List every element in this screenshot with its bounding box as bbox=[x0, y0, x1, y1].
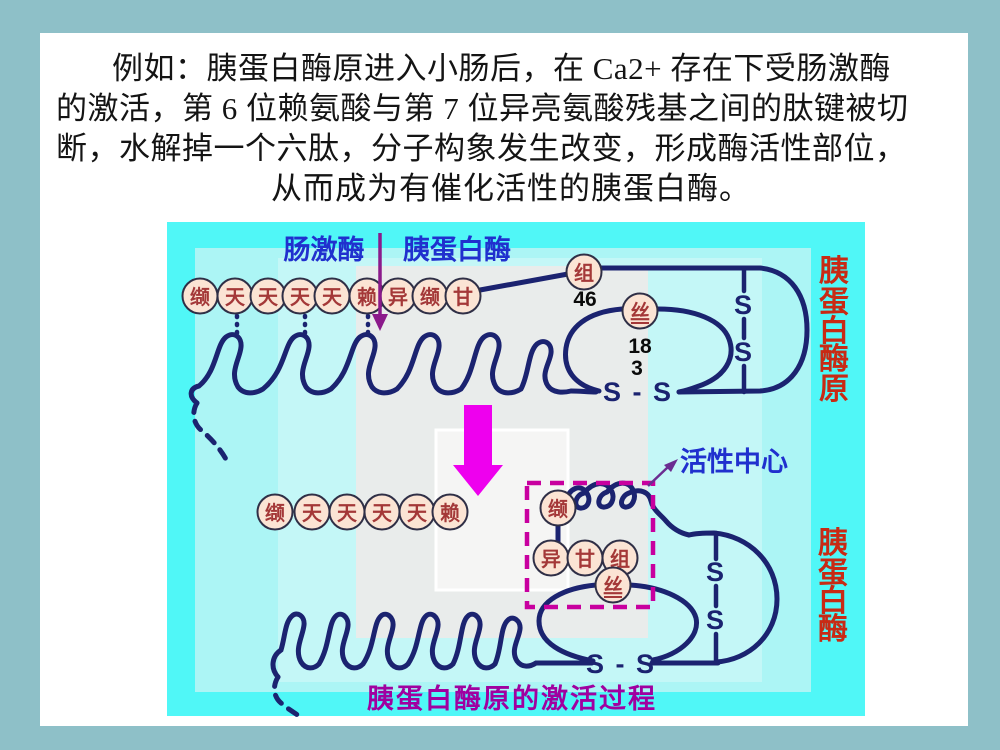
residue-label: 赖 bbox=[440, 501, 460, 525]
residue-label: 赖 bbox=[357, 285, 377, 309]
residue-label: 甘 bbox=[575, 548, 595, 571]
active-center-arrow bbox=[647, 459, 678, 487]
ser183-label: 丝 bbox=[630, 300, 650, 324]
residue-label: 缬 bbox=[420, 286, 440, 309]
hexapeptide-row: 缬 天 天 天 天 赖 bbox=[256, 493, 469, 531]
residue-circle: 赖 bbox=[431, 493, 469, 531]
residue-label: 天 bbox=[225, 287, 246, 309]
residue-circle: 天 bbox=[398, 493, 436, 531]
disulfide-s-top-2: S bbox=[734, 337, 754, 367]
trypsin-structure: S S S - S bbox=[270, 480, 780, 722]
residue-label: 缬 bbox=[190, 286, 210, 309]
paragraph: 例如：胰蛋白酶原进入小肠后，在 Ca2+ 存在下受肠激酶 的激活，第 6 位赖氨… bbox=[56, 49, 966, 209]
top-residue-row: 缬 天 天 天 天 赖 异 缬 甘 bbox=[181, 277, 482, 315]
trypsin-char: 白 bbox=[818, 585, 848, 618]
residue-label: 天 bbox=[337, 503, 358, 525]
residue-label: 天 bbox=[372, 503, 393, 525]
active-site-residues: 缬 异 甘 组 丝 bbox=[532, 489, 639, 604]
active-center-label: 活性中心 bbox=[680, 447, 788, 477]
trypsinogen-vertical-label: 胰 蛋 白 酶 原 bbox=[819, 255, 849, 406]
disulfide-s-bottom-2: S bbox=[706, 605, 726, 635]
disulfide-s-top-1: S bbox=[734, 290, 754, 320]
chain-link-gly-his bbox=[477, 271, 571, 293]
residue-label: 甘 bbox=[453, 286, 473, 309]
residue-label: 组 bbox=[610, 547, 630, 571]
trypsin-char: 酶 bbox=[818, 613, 848, 646]
residue-circle: 天 bbox=[313, 277, 351, 315]
residue-circle: 异 bbox=[379, 277, 417, 315]
caption: 胰蛋白酶原的激活过程 bbox=[367, 683, 657, 714]
residue-circle: 缬 bbox=[256, 493, 294, 531]
residue-circle: 甘 bbox=[444, 277, 482, 315]
paragraph-line-4: 从而成为有催化活性的胰蛋白酶。 bbox=[271, 171, 751, 206]
dotted-connectors-top bbox=[234, 313, 371, 341]
ser183-number-top: 18 bbox=[628, 335, 652, 358]
ser183-residue: 丝 18 3 bbox=[621, 292, 659, 380]
enterokinase-label: 肠激酶 bbox=[284, 234, 365, 265]
residue-circle: 天 bbox=[328, 493, 366, 531]
disulfide-ss-bottom: S - S bbox=[586, 649, 656, 679]
residue-label: 缬 bbox=[265, 502, 285, 525]
disulfide-s-bottom-1: S bbox=[706, 557, 726, 587]
active-center-box bbox=[524, 480, 656, 610]
ser183-number-bottom: 3 bbox=[631, 357, 643, 380]
residue-label: 丝 bbox=[603, 574, 623, 598]
residue-label: 天 bbox=[407, 503, 428, 525]
residue-circle: 天 bbox=[363, 493, 401, 531]
ser-loop-left-bottom bbox=[536, 582, 599, 664]
his46-residue: 组 46 bbox=[565, 253, 603, 311]
n-terminal-tail-top bbox=[191, 400, 230, 464]
trypsinogen-structure: S S S - S bbox=[188, 265, 810, 464]
trypsinogen-char: 蛋 bbox=[819, 286, 849, 319]
cleavage-arrow bbox=[372, 233, 388, 331]
active-site-gly-circle: 甘 bbox=[566, 539, 604, 577]
residue-circle: 缬 bbox=[411, 277, 449, 315]
active-site-ile-circle: 异 bbox=[532, 539, 570, 577]
residue-label: 异 bbox=[541, 549, 561, 571]
residue-circle: 赖 bbox=[348, 277, 386, 315]
outer-loop-top bbox=[598, 265, 810, 395]
n-terminal-tail-bottom bbox=[271, 674, 306, 722]
disulfide-ss-top: S - S bbox=[603, 377, 673, 407]
residue-circle: 天 bbox=[281, 277, 319, 315]
trypsin-vertical-label: 胰 蛋 白 酶 bbox=[818, 527, 848, 646]
his46-label: 组 bbox=[574, 261, 594, 285]
paragraph-line-3: 断，水解掉一个六肽，分子构象发生改变，形成酶活性部位， bbox=[56, 131, 907, 166]
residue-label: 天 bbox=[290, 287, 311, 309]
ser-loop-right-bottom bbox=[627, 582, 699, 663]
residue-label: 缬 bbox=[548, 498, 568, 521]
residue-label: 天 bbox=[258, 287, 279, 309]
ser-loop-left-top bbox=[563, 306, 625, 394]
trypsinogen-char: 胰 bbox=[819, 255, 849, 288]
transform-arrow bbox=[453, 405, 503, 496]
residue-circle: 天 bbox=[249, 277, 287, 315]
paragraph-line-2: 的激活，第 6 位赖氨酸与第 7 位异亮氨酸残基之间的肽键被切 bbox=[56, 91, 909, 126]
paragraph-line-1: 例如：胰蛋白酶原进入小肠后，在 Ca2+ 存在下受肠激酶 bbox=[112, 51, 891, 86]
residue-label: 天 bbox=[302, 503, 323, 525]
residue-circle: 天 bbox=[293, 493, 331, 531]
residue-circle: 天 bbox=[216, 277, 254, 315]
residue-label: 异 bbox=[388, 287, 408, 309]
active-site-ser-circle: 丝 bbox=[594, 566, 632, 604]
diagram-background bbox=[167, 222, 865, 716]
residue-circle: 缬 bbox=[181, 277, 219, 315]
trypsinogen-char: 原 bbox=[819, 373, 849, 406]
polypeptide-coil-bottom bbox=[270, 611, 595, 680]
polypeptide-coil-top bbox=[188, 332, 599, 406]
ser-loop-right-top bbox=[655, 306, 734, 395]
trypsinogen-char: 白 bbox=[819, 315, 849, 348]
his46-number: 46 bbox=[573, 288, 596, 311]
trypsin-char: 蛋 bbox=[818, 557, 848, 590]
trypsinogen-char: 酶 bbox=[819, 343, 849, 376]
active-site-val-circle: 缬 bbox=[539, 489, 577, 527]
residue-label: 天 bbox=[322, 287, 343, 309]
trypsin-char: 胰 bbox=[818, 527, 848, 560]
trypsin-top-label: 胰蛋白酶 bbox=[403, 234, 511, 265]
